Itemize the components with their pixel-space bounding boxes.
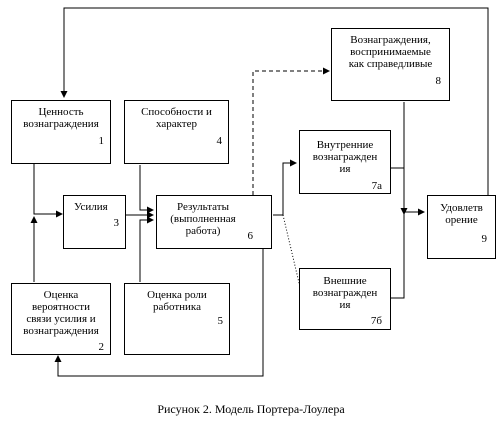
box-abilities-traits: Способности и характер 4: [124, 100, 229, 164]
box-number: 7б: [370, 315, 382, 327]
box-intrinsic-rewards: Внутренние вознагражден ия 7а: [299, 130, 391, 194]
box-number: 3: [113, 217, 120, 229]
box-label: Усилия: [74, 201, 108, 213]
arrow-4-to-6: [139, 165, 154, 214]
box-label: Ценность вознаграждения: [23, 106, 99, 130]
arrow-7a-to-9: [391, 167, 408, 215]
box-number: 7а: [371, 180, 382, 192]
figure-caption: Рисунок 2. Модель Портера-Лоулера: [157, 402, 345, 416]
box-number: 6: [247, 230, 254, 242]
arrow-6-to-7a: [273, 159, 297, 216]
box-reward-value: Ценность вознаграждения 1: [11, 100, 111, 164]
box-role-perception: Оценка роли работника 5: [124, 283, 230, 355]
arrow-7b-to-9: [391, 214, 405, 299]
feedback-arrow-6-to-2: [54, 248, 264, 377]
box-label: Вознаграждения, воспринимаемые как справ…: [348, 34, 433, 70]
arrow-6-to-7b: [282, 214, 301, 288]
box-effort-reward-probability: Оценка вероятности связи усилия и вознаг…: [11, 283, 111, 355]
arrow-8-to-9: [403, 102, 425, 216]
box-number: 8: [435, 75, 442, 87]
feedback-arrow-9-to-1: [60, 7, 489, 195]
box-label: Удовлетв орение: [440, 202, 483, 226]
box-number: 2: [98, 341, 105, 353]
arrow-1-to-3: [33, 163, 63, 218]
box-number: 4: [216, 135, 223, 147]
box-label: Оценка роли работника: [147, 289, 207, 313]
box-label: Внутренние вознагражден ия: [312, 139, 378, 175]
box-label: Внешние вознагражден ия: [312, 275, 378, 311]
box-number: 1: [98, 135, 105, 147]
box-label: Результаты (выполненная работа): [170, 201, 236, 237]
box-number: 5: [217, 315, 224, 327]
box-label: Оценка вероятности связи усилия и вознаг…: [23, 289, 99, 337]
box-performance: Результаты (выполненная работа) 6: [156, 195, 272, 249]
box-label: Способности и характер: [141, 106, 212, 130]
box-perceived-fair-rewards: Вознаграждения, воспринимаемые как справ…: [331, 28, 450, 101]
arrow-5-to-6: [139, 216, 154, 282]
box-number: 9: [481, 233, 488, 245]
box-effort: Усилия 3: [63, 195, 126, 249]
box-extrinsic-rewards: Внешние вознагражден ия 7б: [299, 268, 391, 330]
box-satisfaction: Удовлетв орение 9: [427, 195, 496, 259]
